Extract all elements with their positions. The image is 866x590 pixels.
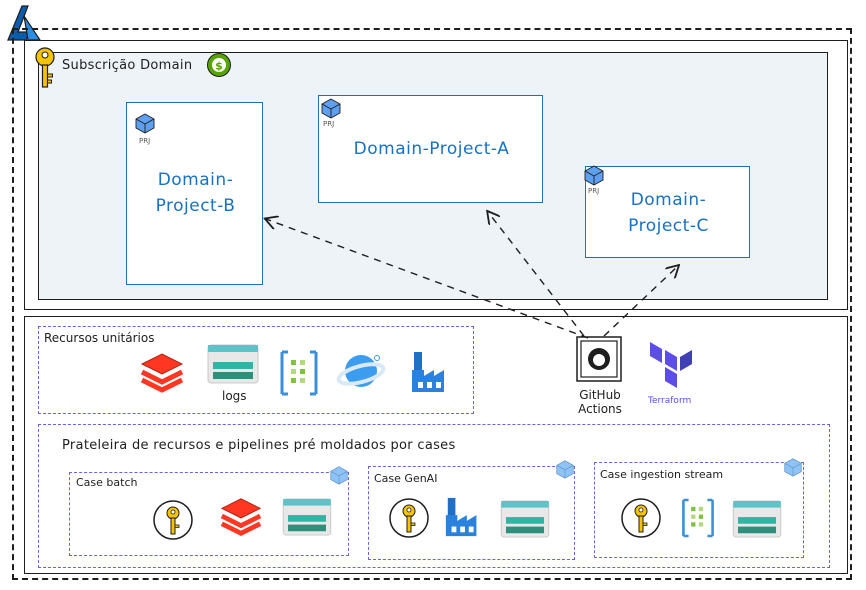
project-c-label: Domain- Project-C xyxy=(586,187,751,239)
storage-icon xyxy=(732,500,782,538)
project-c-label-line1: Domain- xyxy=(630,190,707,210)
data-factory-icon xyxy=(408,350,454,394)
case-batch-group xyxy=(69,472,349,556)
github-label-line1: GitHub xyxy=(579,388,621,402)
project-c-box[interactable]: PRJ Domain- Project-C xyxy=(582,163,751,258)
project-cube-icon xyxy=(133,111,157,135)
case-ingestion-group xyxy=(594,462,804,558)
github-label-line2: Actions xyxy=(578,402,622,416)
event-hub-icon xyxy=(278,350,320,396)
project-b-label-line1: Domain- xyxy=(157,170,234,190)
project-b-label-line2: Project-B xyxy=(155,196,236,216)
case-cube-icon xyxy=(554,458,576,480)
project-tag: PRJ xyxy=(588,187,600,195)
project-b-label: Domain- Project-B xyxy=(127,167,264,219)
project-tag: PRJ xyxy=(323,120,335,128)
unit-resources-group xyxy=(38,326,474,414)
case-ingestion-title: Case ingestion stream xyxy=(600,468,724,481)
subscription-title: Subscrição Domain xyxy=(62,58,193,73)
cosmos-db-icon xyxy=(336,350,386,392)
project-c-label-line2: Project-C xyxy=(628,216,709,236)
databricks-icon xyxy=(138,350,186,396)
case-genai-group xyxy=(368,466,575,560)
project-a-label: Domain-Project-A xyxy=(353,139,510,159)
shelf-group xyxy=(38,424,830,568)
shelf-title: Prateleira de recursos e pipelines pré m… xyxy=(62,438,456,453)
databricks-icon xyxy=(218,494,264,540)
case-genai-title: Case GenAI xyxy=(374,472,438,485)
github-label: GitHub Actions xyxy=(572,388,628,416)
log-analytics-icon xyxy=(207,344,259,384)
svg-text:$: $ xyxy=(215,60,223,73)
github-actions-icon xyxy=(576,336,622,382)
storage-icon xyxy=(282,498,332,536)
project-b-box[interactable]: PRJ Domain- Project-B xyxy=(126,102,263,285)
project-cube-icon xyxy=(582,163,606,187)
case-batch-title: Case batch xyxy=(76,476,138,489)
terraform-label: Terraform xyxy=(648,396,692,406)
data-factory-icon xyxy=(442,496,486,538)
event-hub-icon xyxy=(680,498,716,538)
azure-tenant-boundary xyxy=(12,28,852,580)
storage-icon xyxy=(500,500,550,538)
subscription-key-icon xyxy=(32,46,58,92)
key-vault-icon xyxy=(620,494,662,542)
project-cube-icon xyxy=(319,96,343,120)
terraform-icon xyxy=(648,340,694,390)
unit-resources-title: Recursos unitários xyxy=(44,331,155,345)
project-a-box[interactable]: PRJ Domain-Project-A xyxy=(318,95,543,203)
project-tag: PRJ xyxy=(139,137,151,145)
case-cube-icon xyxy=(328,464,350,486)
logs-label: logs xyxy=(222,389,247,403)
key-vault-icon xyxy=(388,494,430,542)
case-cube-icon xyxy=(782,456,804,478)
cost-management-icon: $ xyxy=(206,52,232,78)
key-vault-icon xyxy=(152,496,194,544)
